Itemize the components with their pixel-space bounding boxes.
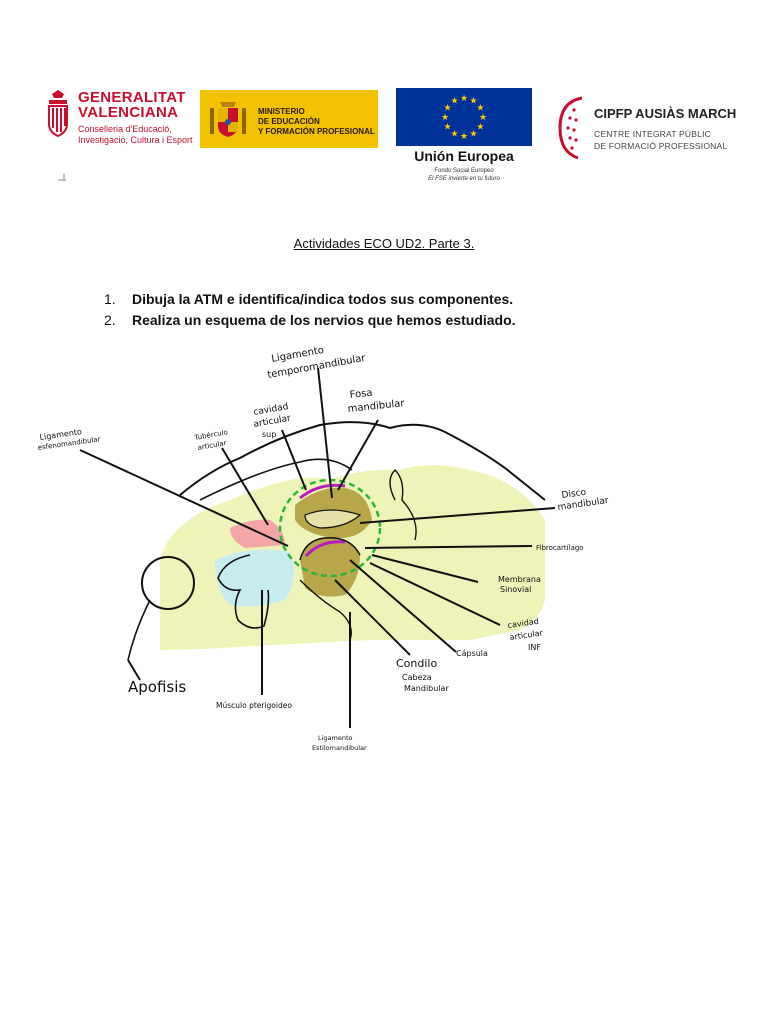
task-number: 1. [104, 289, 132, 310]
eu-motto: El FSE invierte en tu futuro [396, 176, 532, 182]
task-item: 1.Dibuja la ATM e identifica/indica todo… [104, 289, 516, 310]
eu-star-icon: ★ [450, 128, 458, 138]
task-item: 2.Realiza un esquema de los nervios que … [104, 310, 516, 331]
ministerio-line3: Y FORMACIÓN PROFESIONAL [258, 127, 375, 137]
cipfp-emblem-icon [556, 96, 586, 160]
label-membrana-1: Membrana [498, 575, 541, 584]
pterygoid-fill [215, 550, 294, 607]
eu-star-icon: ★ [479, 112, 487, 122]
cipfp-sub-line1: CENTRE INTEGRAT PÚBLIC [594, 128, 727, 140]
eu-star-icon: ★ [444, 122, 452, 132]
atm-illustration: Ligamento temporomandibular Fosa mandibu… [0, 330, 768, 770]
eu-star-icon: ★ [476, 103, 484, 113]
eu-star-icon: ★ [450, 96, 458, 106]
stray-mark [56, 172, 68, 182]
label-cav-inf-3: INF [528, 643, 541, 652]
task-number: 2. [104, 310, 132, 331]
label-condilo-1: Condilo [396, 657, 437, 670]
document-title: Actividades ECO UD2. Parte 3. [0, 236, 768, 251]
label-musculo: Músculo pterigoideo [216, 701, 292, 710]
label-apofisis: Apofisis [128, 678, 186, 696]
label-fosa-1: Fosa [349, 388, 373, 401]
cipfp-sub-line2: DE FORMACIÓ PROFESSIONAL [594, 140, 727, 152]
task-text: Dibuja la ATM e identifica/indica todos … [132, 291, 513, 307]
eu-star-icon: ★ [460, 131, 468, 141]
label-membrana-2: Sinovial [500, 585, 531, 594]
label-capsula: Cápsula [456, 649, 488, 658]
ministerio-text: MINISTERIO DE EDUCACIÓN Y FORMACIÓN PROF… [258, 107, 375, 137]
union-europea-logo: ★★★★★★★★★★★★ Unión Europea Fondo Social … [396, 88, 532, 184]
ministerio-line2: DE EDUCACIÓN [258, 117, 375, 127]
gv-subtitle: Conselleria d'Educació, Investigació, Cu… [78, 124, 193, 146]
gv-name: GENERALITAT VALENCIANA [78, 90, 186, 120]
label-lig-estilo-2: Estilomandibular [312, 744, 367, 752]
eu-star-icon: ★ [476, 122, 484, 132]
eu-flag-icon: ★★★★★★★★★★★★ [396, 88, 532, 146]
label-fosa-2: mandibular [347, 398, 406, 415]
label-lig-estilo-1: Ligamento [318, 734, 353, 742]
gv-sub-line1: Conselleria d'Educació, [78, 124, 193, 135]
eu-star-icon: ★ [460, 93, 468, 103]
spain-crest-icon [208, 98, 248, 140]
cipfp-ausias-march-logo: CIPFP AUSIÀS MARCH CENTRE INTEGRAT PÚBLI… [556, 96, 726, 160]
generalitat-valenciana-logo: GENERALITAT VALENCIANA Conselleria d'Edu… [46, 88, 186, 148]
gv-emblem-icon [46, 88, 70, 140]
cipfp-name: CIPFP AUSIÀS MARCH [594, 106, 736, 121]
eu-star-icon: ★ [469, 128, 477, 138]
eu-star-icon: ★ [441, 112, 449, 122]
eu-fund: Fondo Social Europeo [396, 168, 532, 174]
task-list: 1.Dibuja la ATM e identifica/indica todo… [104, 289, 516, 331]
label-condilo-2: Cabeza [402, 673, 432, 682]
gv-name-line1: GENERALITAT [78, 90, 186, 105]
label-condilo-3: Mandibular [404, 684, 449, 693]
styloid-process-line [128, 600, 150, 660]
task-text: Realiza un esquema de los nervios que he… [132, 312, 516, 328]
gv-name-line2: VALENCIANA [78, 105, 186, 120]
eu-name: Unión Europea [396, 148, 532, 164]
gv-sub-line2: Investigació, Cultura i Esport [78, 135, 193, 146]
label-cav-sup-3: sup [262, 430, 276, 439]
cipfp-subtitle: CENTRE INTEGRAT PÚBLIC DE FORMACIÓ PROFE… [594, 128, 727, 152]
ministerio-logo: MINISTERIO DE EDUCACIÓN Y FORMACIÓN PROF… [200, 90, 378, 148]
ministerio-line1: MINISTERIO [258, 107, 375, 117]
label-fibro: Fibrocartílago [536, 544, 584, 552]
